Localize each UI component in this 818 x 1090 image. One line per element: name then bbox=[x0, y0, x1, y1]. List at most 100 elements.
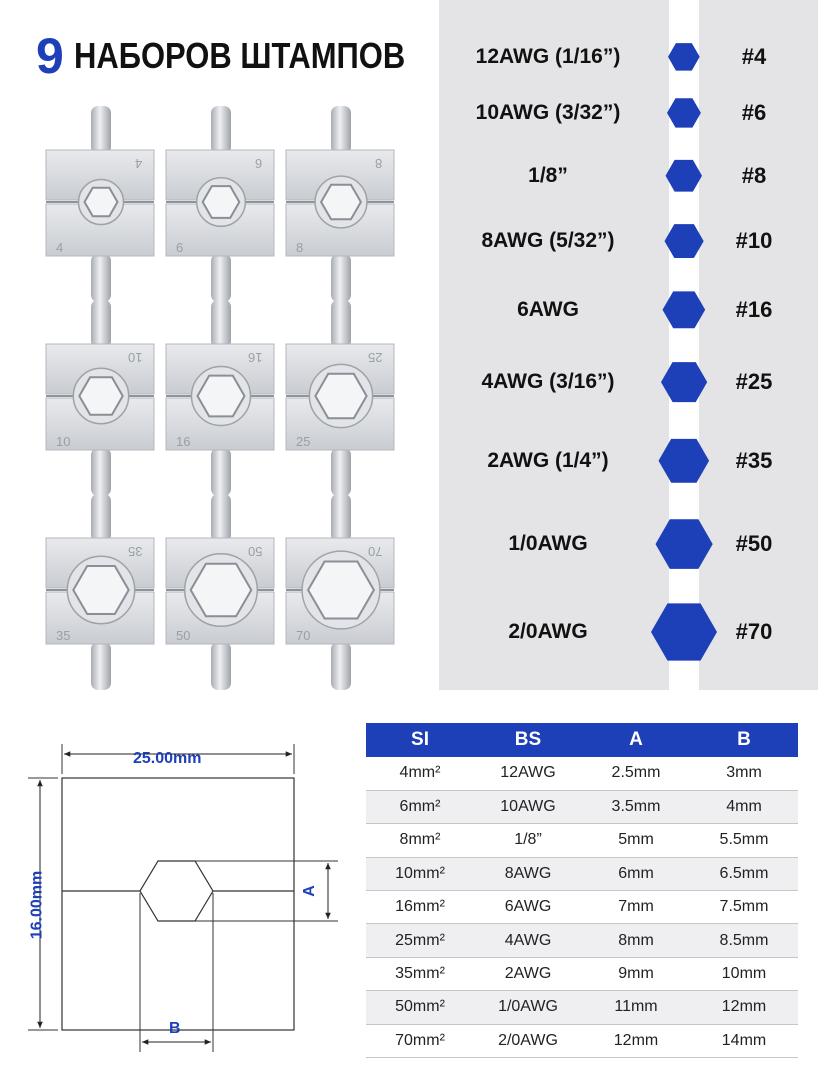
table-cell: 8mm² bbox=[366, 823, 474, 858]
size-hex-icon bbox=[658, 438, 710, 483]
size-awg: 12AWG (1/16”) bbox=[475, 45, 621, 68]
size-awg: 2AWG (1/4”) bbox=[487, 449, 609, 472]
width-label: 25.00mm bbox=[133, 750, 202, 767]
table-cell: 2AWG bbox=[474, 957, 582, 992]
die-label-top: 8 bbox=[374, 156, 382, 171]
size-hex-icon bbox=[655, 519, 713, 569]
table-header-row: SI BS A B bbox=[366, 723, 798, 757]
size-code: #4 bbox=[741, 44, 767, 69]
die-hex-cavity bbox=[314, 372, 368, 420]
size-hex-icon bbox=[664, 224, 704, 258]
table-cell: 12mm bbox=[690, 990, 798, 1025]
die-label-top: 35 bbox=[127, 544, 142, 559]
table-cell: 7.5mm bbox=[690, 890, 798, 925]
die-label-bottom: 10 bbox=[56, 434, 71, 449]
header-si: SI bbox=[366, 723, 474, 757]
size-row: 8AWG (5/32”)#10 bbox=[439, 216, 818, 266]
table-cell: 5.5mm bbox=[690, 823, 798, 858]
size-awg: 1/8” bbox=[528, 164, 568, 187]
die-label-bottom: 4 bbox=[56, 240, 64, 255]
size-code: #16 bbox=[735, 297, 773, 322]
table-cell: 12mm bbox=[582, 1024, 690, 1059]
die-label-bottom: 25 bbox=[296, 434, 311, 449]
b-label: B bbox=[169, 1020, 181, 1037]
title-text: НАБОРОВ ШТАМПОВ bbox=[73, 35, 406, 76]
table-cell: 3mm bbox=[690, 757, 798, 791]
die-label-bottom: 70 bbox=[296, 628, 311, 643]
size-hex-icon bbox=[665, 159, 702, 192]
size-code: #10 bbox=[735, 228, 773, 253]
table-cell: 6mm bbox=[582, 857, 690, 892]
size-row: 10AWG (3/32”)#6 bbox=[439, 88, 818, 138]
table-cell: 11mm bbox=[582, 990, 690, 1025]
table-cell: 4mm² bbox=[366, 757, 474, 791]
table-cell: 4AWG bbox=[474, 923, 582, 958]
size-row: 6AWG#16 bbox=[439, 285, 818, 335]
die-label-bottom: 16 bbox=[176, 434, 191, 449]
size-hex-icon bbox=[668, 43, 700, 71]
table-cell: 50mm² bbox=[366, 990, 474, 1025]
size-hex-icon bbox=[662, 291, 706, 329]
size-hex-icon bbox=[661, 362, 708, 403]
die-hex-cavity bbox=[83, 186, 119, 218]
table-cell: 6mm² bbox=[366, 790, 474, 825]
table-cell: 2.5mm bbox=[582, 757, 690, 791]
table-cell: 25mm² bbox=[366, 923, 474, 958]
die-hex-cavity bbox=[306, 560, 376, 620]
size-row: 2/0AWG#70 bbox=[439, 603, 818, 661]
size-awg: 4AWG (3/16”) bbox=[481, 370, 615, 393]
die-label-top: 6 bbox=[254, 156, 262, 171]
table-cell: 16mm² bbox=[366, 890, 474, 925]
height-label: 16.00mm bbox=[28, 870, 46, 940]
table-cell: 10mm bbox=[690, 957, 798, 992]
size-awg: 1/0AWG bbox=[508, 532, 588, 555]
table-cell: 7mm bbox=[582, 890, 690, 925]
table-cell: 6.5mm bbox=[690, 857, 798, 892]
die-hex-cavity bbox=[319, 183, 363, 221]
die-outline bbox=[61, 777, 295, 1031]
die-hex-cavity bbox=[196, 374, 246, 418]
a-label: A bbox=[300, 885, 318, 897]
title-number: 9 bbox=[36, 28, 64, 84]
table-cell: 70mm² bbox=[366, 1024, 474, 1059]
table-cell: 8mm bbox=[582, 923, 690, 958]
size-code: #8 bbox=[741, 163, 767, 188]
die-70: 70 70 bbox=[284, 494, 398, 694]
size-code: #50 bbox=[735, 531, 773, 556]
dimension-diagram: 25.00mm 16.00mm A B bbox=[20, 730, 350, 1070]
size-row: 12AWG (1/16”) #4 bbox=[439, 32, 818, 82]
table-cell: 2/0AWG bbox=[474, 1024, 582, 1059]
die-hex-cavity bbox=[72, 565, 130, 615]
size-hex-icon bbox=[651, 603, 717, 661]
die-label-bottom: 6 bbox=[176, 240, 184, 255]
die-label-top: 70 bbox=[367, 544, 382, 559]
die-hex-cavity bbox=[78, 376, 124, 416]
size-row: 1/0AWG #50 bbox=[439, 519, 818, 569]
die-hex-cavity bbox=[201, 185, 241, 219]
table-cell: 8AWG bbox=[474, 857, 582, 892]
table-cell: 12AWG bbox=[474, 757, 582, 791]
table-cell: 10AWG bbox=[474, 790, 582, 825]
page-title: 9 НАБОРОВ ШТАМПОВ bbox=[36, 26, 459, 86]
header-b: B bbox=[690, 723, 798, 757]
table-cell: 1/0AWG bbox=[474, 990, 582, 1025]
size-row: 1/8” #8 bbox=[439, 151, 818, 201]
die-label-bottom: 8 bbox=[296, 240, 304, 255]
table-cell: 14mm bbox=[690, 1024, 798, 1059]
size-awg: 10AWG (3/32”) bbox=[475, 101, 621, 124]
table-cell: 1/8” bbox=[474, 823, 582, 858]
